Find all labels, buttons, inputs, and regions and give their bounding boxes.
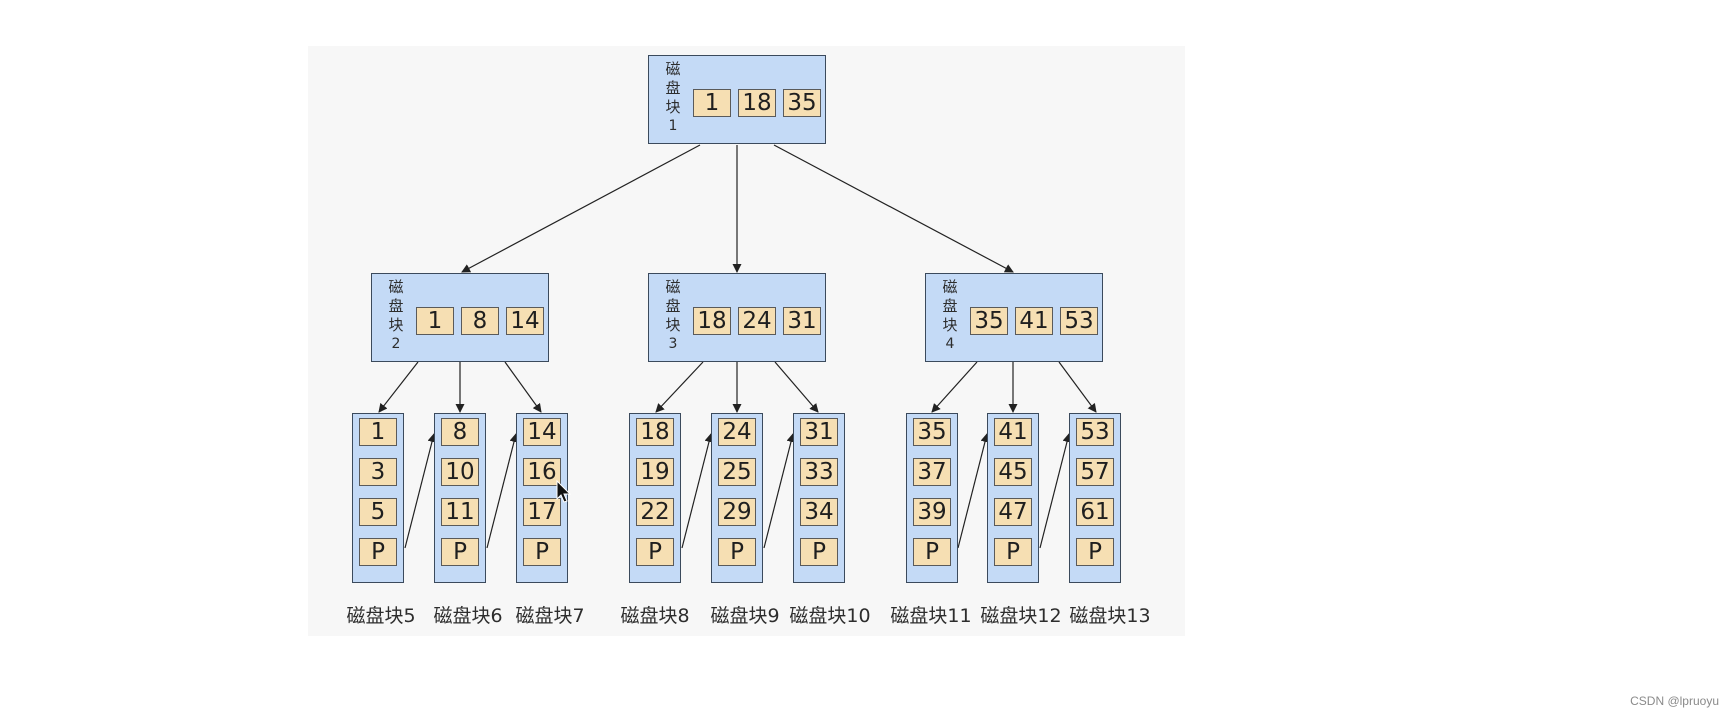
leaf-caption: 磁盘块9 (710, 605, 780, 627)
key-cell: 18 (636, 418, 674, 446)
key-cell: 18 (738, 89, 776, 117)
leaf-node-block5: 1 3 5 P (352, 413, 404, 583)
leaf-node-block10: 31 33 34 P (793, 413, 845, 583)
pointer-cell: P (994, 538, 1032, 566)
label-char: 磁 (665, 278, 681, 296)
pointer-cell: P (1076, 538, 1114, 566)
key-cell: 35 (970, 307, 1008, 335)
key-cell: 22 (636, 498, 674, 526)
pointer-cell: P (359, 538, 397, 566)
key-cell: 41 (994, 418, 1032, 446)
node-label: 磁 盘 块 4 (939, 278, 961, 354)
pointer-cell: P (441, 538, 479, 566)
leaf-caption: 磁盘块6 (433, 605, 503, 627)
key-cell: 53 (1060, 307, 1098, 335)
key-cell: 1 (693, 89, 731, 117)
label-char: 块 (942, 316, 958, 334)
leaf-caption: 磁盘块7 (515, 605, 585, 627)
key-cell: 18 (693, 307, 731, 335)
node-label: 磁 盘 块 2 (385, 278, 407, 354)
label-char: 磁 (942, 278, 958, 296)
label-char: 盘 (942, 297, 958, 315)
key-cell: 39 (913, 498, 951, 526)
watermark: CSDN @lpruoyu (1630, 694, 1719, 708)
label-char: 盘 (665, 79, 681, 97)
key-cell: 35 (783, 89, 821, 117)
key-cell: 16 (523, 458, 561, 486)
pointer-cell: P (800, 538, 838, 566)
pointer-cell: P (636, 538, 674, 566)
key-cell: 19 (636, 458, 674, 486)
label-char: 盘 (388, 297, 404, 315)
key-cell: 41 (1015, 307, 1053, 335)
key-cell: 1 (359, 418, 397, 446)
key-cell: 33 (800, 458, 838, 486)
leaf-caption: 磁盘块10 (789, 605, 871, 627)
key-cell: 14 (523, 418, 561, 446)
key-cell: 1 (416, 307, 454, 335)
leaf-node-block11: 35 37 39 P (906, 413, 958, 583)
key-cell: 53 (1076, 418, 1114, 446)
label-char: 磁 (665, 60, 681, 78)
leaf-node-block7: 14 16 17 P (516, 413, 568, 583)
leaf-node-block9: 24 25 29 P (711, 413, 763, 583)
mouse-pointer-icon (556, 480, 572, 503)
node-label: 磁 盘 块 1 (662, 60, 684, 136)
leaf-node-block8: 18 19 22 P (629, 413, 681, 583)
key-cell: 57 (1076, 458, 1114, 486)
internal-node-block4: 磁 盘 块 4 35 41 53 (925, 273, 1103, 362)
key-cell: 5 (359, 498, 397, 526)
key-cell: 31 (800, 418, 838, 446)
leaf-caption: 磁盘块5 (346, 605, 416, 627)
key-cell: 10 (441, 458, 479, 486)
key-cell: 31 (783, 307, 821, 335)
label-number: 3 (668, 336, 678, 352)
key-cell: 24 (738, 307, 776, 335)
key-cell: 29 (718, 498, 756, 526)
key-cell: 3 (359, 458, 397, 486)
internal-node-block3: 磁 盘 块 3 18 24 31 (648, 273, 826, 362)
key-cell: 45 (994, 458, 1032, 486)
key-cell: 37 (913, 458, 951, 486)
leaf-node-block6: 8 10 11 P (434, 413, 486, 583)
label-number: 4 (945, 336, 955, 352)
key-cell: 35 (913, 418, 951, 446)
label-char: 块 (665, 316, 681, 334)
label-char: 块 (388, 316, 404, 334)
pointer-cell: P (718, 538, 756, 566)
label-char: 块 (665, 98, 681, 116)
node-label: 磁 盘 块 3 (662, 278, 684, 354)
root-node: 磁 盘 块 1 1 18 35 (648, 55, 826, 144)
key-cell: 34 (800, 498, 838, 526)
leaf-caption: 磁盘块12 (980, 605, 1062, 627)
pointer-cell: P (913, 538, 951, 566)
pointer-cell: P (523, 538, 561, 566)
key-cell: 8 (441, 418, 479, 446)
key-cell: 61 (1076, 498, 1114, 526)
key-cell: 47 (994, 498, 1032, 526)
leaf-caption: 磁盘块13 (1069, 605, 1151, 627)
key-cell: 14 (506, 307, 544, 335)
label-number: 2 (391, 336, 401, 352)
key-cell: 8 (461, 307, 499, 335)
key-cell: 11 (441, 498, 479, 526)
label-char: 盘 (665, 297, 681, 315)
leaf-caption: 磁盘块11 (890, 605, 972, 627)
leaf-node-block12: 41 45 47 P (987, 413, 1039, 583)
internal-node-block2: 磁 盘 块 2 1 8 14 (371, 273, 549, 362)
key-cell: 25 (718, 458, 756, 486)
label-number: 1 (668, 118, 678, 134)
key-cell: 17 (523, 498, 561, 526)
label-char: 磁 (388, 278, 404, 296)
leaf-node-block13: 53 57 61 P (1069, 413, 1121, 583)
leaf-caption: 磁盘块8 (620, 605, 690, 627)
key-cell: 24 (718, 418, 756, 446)
